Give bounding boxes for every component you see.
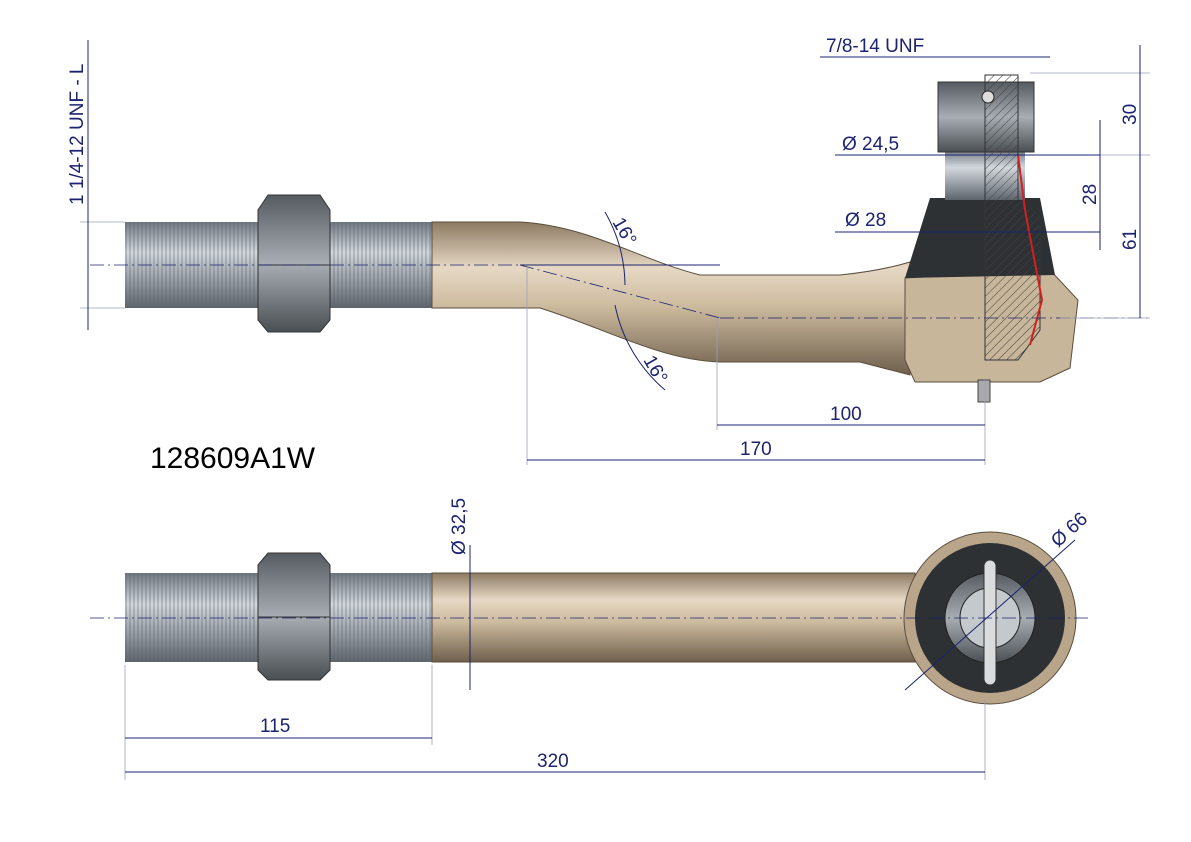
section-cut <box>984 74 1041 361</box>
side-view <box>125 74 1079 403</box>
dim-thread-main: 1 1/4-12 UNF - L <box>67 64 88 206</box>
dim-thread-stud: 7/8-14 UNF <box>826 36 924 57</box>
dim-height-61: 61 <box>1120 229 1141 250</box>
dim-len-170: 170 <box>740 439 772 460</box>
tie-rod-body <box>431 572 916 663</box>
dim-angle-bottom: 16° <box>639 352 672 387</box>
tie-rod-body <box>431 221 911 376</box>
dim-dia-28: Ø 28 <box>845 210 886 231</box>
cotter-pin <box>983 559 997 686</box>
dim-dia-24-5: Ø 24,5 <box>842 134 899 155</box>
dim-len-320: 320 <box>537 751 569 772</box>
grease-nipple <box>977 379 991 403</box>
cotter-pin-hole <box>981 90 995 104</box>
dim-stud-30: 30 <box>1120 104 1141 125</box>
jam-nut <box>257 194 331 333</box>
dim-dia-32-5: Ø 32,5 <box>449 498 470 555</box>
dim-len-115: 115 <box>260 716 290 737</box>
dim-len-100: 100 <box>830 404 862 425</box>
dim-stud-28: 28 <box>1080 184 1101 205</box>
part-number: 128609A1W <box>150 442 316 475</box>
